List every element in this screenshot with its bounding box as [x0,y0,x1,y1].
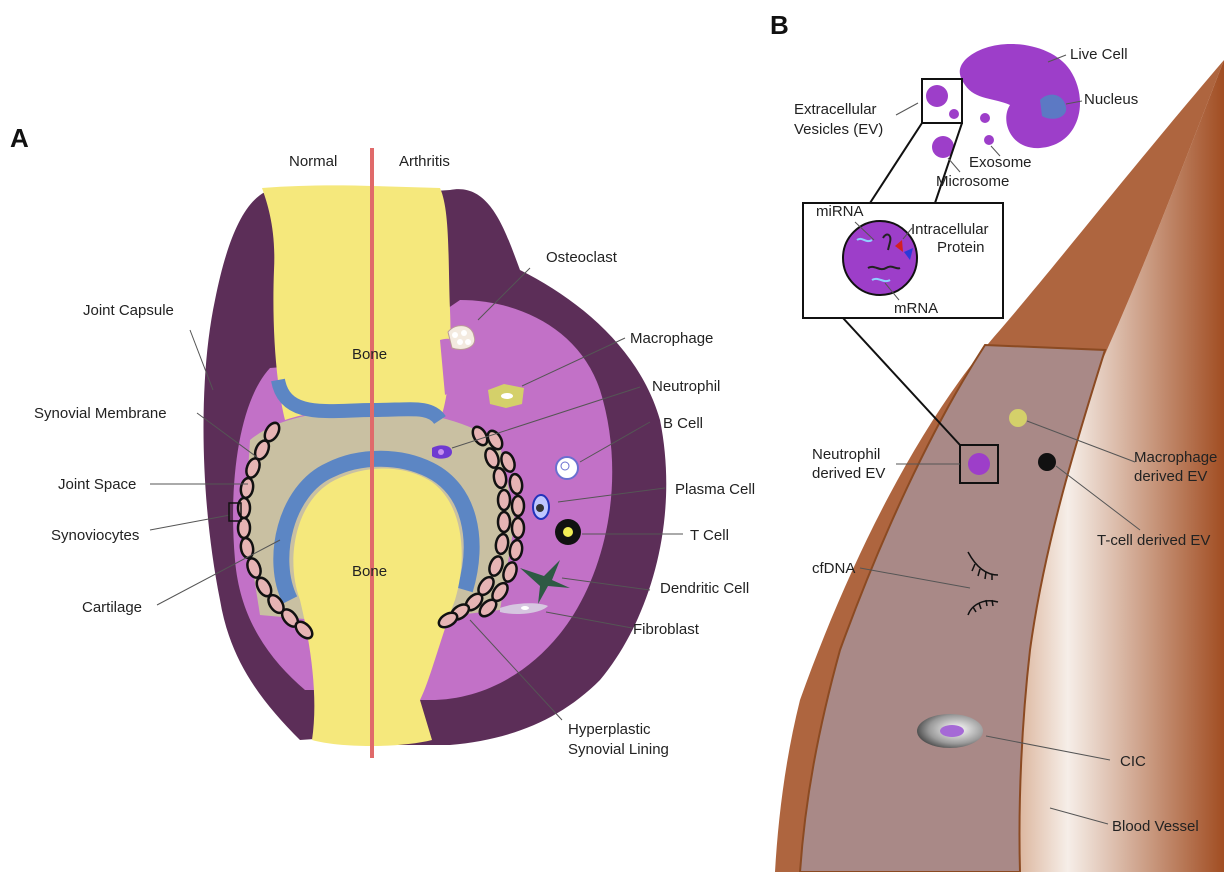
ev-vesicle-small [949,109,959,119]
zoom-connector-3 [843,318,960,445]
exosome-label: Exosome [969,154,1032,171]
ev-label-line1: Extracellular [794,101,877,118]
macrophage-label: Macrophage [630,330,713,347]
neutrophil-ev-label-line2: derived EV [812,465,885,482]
panel-b-letter: B [770,10,789,40]
zoom-connector-2 [935,123,962,203]
cic-label: CIC [1120,753,1146,770]
normal-header: Normal [289,153,337,170]
neutrophil-ev-label-line1: Neutrophil [812,446,880,463]
joint-space-label: Joint Space [58,476,136,493]
joint-capsule-label: Joint Capsule [83,302,174,319]
macrophage-ev-label-line2: derived EV [1134,468,1207,485]
cfdna-label: cfDNA [812,560,855,577]
nucleus-label: Nucleus [1084,91,1138,108]
ev-cargo-vesicle [843,221,917,295]
b-cell [556,457,578,479]
bone-top [262,185,451,420]
mirna-label: miRNA [816,203,864,220]
neutrophil-ev [968,453,990,475]
synovial-membrane-label: Synovial Membrane [34,405,167,422]
exosome-vesicle-2 [980,113,990,123]
neutrophil-cell [432,445,452,458]
live-cell-label: Live Cell [1070,46,1128,63]
neutrophil-label: Neutrophil [652,378,720,395]
plasma-cell-label: Plasma Cell [675,481,755,498]
microsome-label: Microsome [936,173,1009,190]
fibroblast-label: Fibroblast [633,621,700,638]
blood-vessel-label: Blood Vessel [1112,818,1199,835]
cartilage-label: Cartilage [82,599,142,616]
bone-top-label: Bone [352,346,387,363]
intracellular-label-line2: Protein [937,239,985,256]
b-cell-label: B Cell [663,415,703,432]
panel-a-letter: A [10,123,29,153]
ev-label-line2: Vesicles (EV) [794,121,883,138]
hyperplastic-label-line1: Hyperplastic [568,721,651,738]
plasma-cell [533,495,549,519]
cic-core [940,725,964,737]
dendritic-cell-label: Dendritic Cell [660,580,749,597]
live-cell [960,44,1080,148]
bone-bottom-label: Bone [352,563,387,580]
macrophage-ev-label-line1: Macrophage [1134,449,1217,466]
mrna-label: mRNA [894,300,938,317]
intracellular-label-line1: Intracellular [911,221,989,238]
hyperplastic-label-line2: Synovial Lining [568,741,669,758]
t-cell [555,519,581,545]
osteoclast-cell [448,326,475,350]
osteoclast-label: Osteoclast [546,249,618,266]
t-cell-label: T Cell [690,527,729,544]
t-cell-ev-label: T-cell derived EV [1097,532,1210,549]
panel-a-diagram [150,148,683,758]
ev-vesicle-large [926,85,948,107]
t-cell-ev [1038,453,1056,471]
synoviocytes-label: Synoviocytes [51,527,139,544]
arthritis-header: Arthritis [399,153,450,170]
exosome-vesicle [984,135,994,145]
macrophage-ev [1009,409,1027,427]
